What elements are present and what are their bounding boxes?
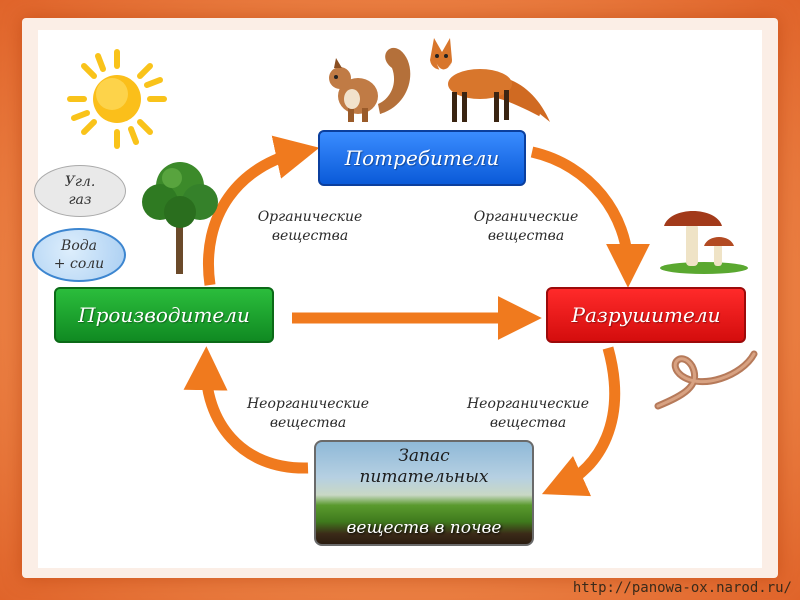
inorganic-right-label: Неорганические вещества bbox=[458, 395, 598, 433]
organic-right-label: Органические вещества bbox=[456, 208, 596, 246]
inorganic-left-line-2: вещества bbox=[238, 414, 378, 433]
inorganic-left-line-1: Неорганические bbox=[238, 395, 378, 414]
gas-line-1: Угл. bbox=[65, 173, 96, 191]
worm-icon bbox=[652, 346, 762, 416]
tree-icon bbox=[136, 156, 226, 276]
decomposers-node: Разрушители bbox=[546, 287, 746, 343]
inorganic-right-line-1: Неорганические bbox=[458, 395, 598, 414]
inorganic-right-line-2: вещества bbox=[458, 414, 598, 433]
gas-line-2: газ bbox=[68, 191, 91, 209]
soil-line-2: питательных bbox=[316, 467, 532, 488]
water-salts-bubble: Вода + соли bbox=[32, 228, 126, 282]
consumers-node: Потребители bbox=[318, 130, 526, 186]
squirrel-icon bbox=[318, 44, 418, 124]
water-line-2: + соли bbox=[54, 255, 104, 273]
organic-left-label: Органические вещества bbox=[240, 208, 380, 246]
soil-label-top: Запас питательных bbox=[316, 446, 532, 488]
mushroom-icon bbox=[656, 204, 751, 274]
organic-right-line-1: Органические bbox=[456, 208, 596, 227]
organic-right-line-2: вещества bbox=[456, 227, 596, 246]
inorganic-left-label: Неорганические вещества bbox=[238, 395, 378, 433]
fox-icon bbox=[412, 32, 552, 127]
soil-nutrients-node: Запас питательных веществ в почве bbox=[314, 440, 534, 546]
source-url: http://panowa-ox.narod.ru/ bbox=[573, 580, 792, 596]
producers-node: Производители bbox=[54, 287, 274, 343]
soil-line-3: веществ в почве bbox=[316, 518, 532, 538]
water-line-1: Вода bbox=[61, 237, 97, 255]
carbon-dioxide-bubble: Угл. газ bbox=[34, 165, 126, 217]
sun-icon bbox=[62, 44, 172, 154]
organic-left-line-1: Органические bbox=[240, 208, 380, 227]
organic-left-line-2: вещества bbox=[240, 227, 380, 246]
soil-line-1: Запас bbox=[316, 446, 532, 467]
